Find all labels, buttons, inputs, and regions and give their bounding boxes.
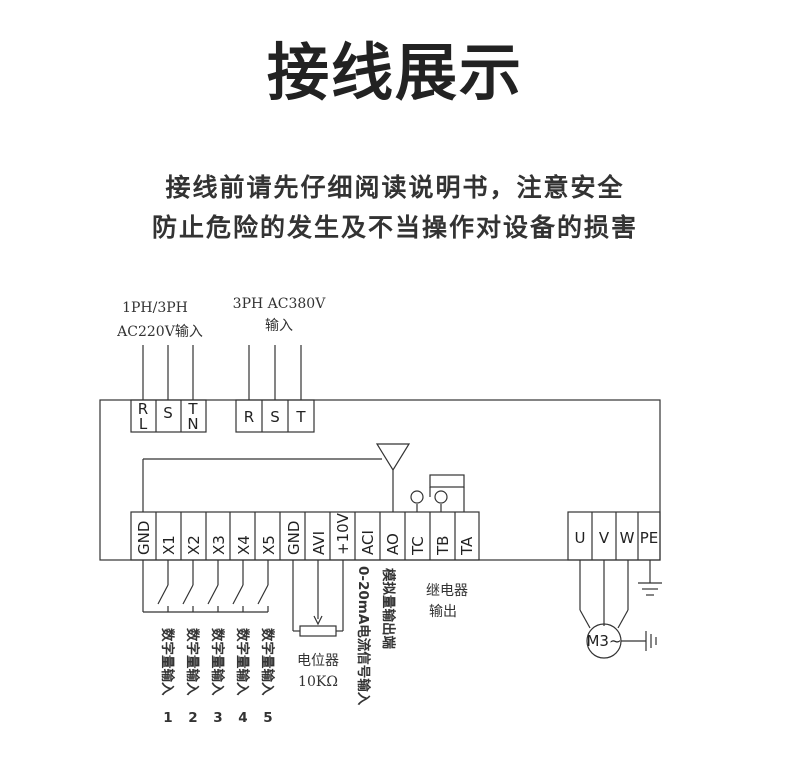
relay-output-sublabel: 输出 [429,604,457,620]
terminal-3ph-r: R [244,408,254,426]
digital-input-1-num: 1 [163,710,172,726]
out-terminal-pe: PE [640,529,659,547]
digital-input-4-num: 4 [238,710,247,726]
relay-contact-tb [434,490,448,504]
ctrl-terminal-gnd-2: GND [285,521,303,555]
page-title: 接线展示 [266,36,523,109]
aci-input-label: 0-20mA电流信号输入 [355,566,372,706]
output-terminal-strip [567,511,661,561]
terminal-r-label: R [138,400,148,418]
three-phase-input-sublabel: 输入 [265,318,293,334]
out-terminal-w: W [620,529,635,547]
terminal-s-label: S [163,404,173,422]
ctrl-terminal-10v: +10V [334,512,352,555]
terminal-t-label: T [187,400,198,418]
ctrl-terminal-x3: X3 [210,535,228,555]
ctrl-terminal-x5: X5 [260,535,278,555]
terminal-l-label: L [139,415,148,433]
digital-input-4-label: 数字量输入 [234,628,251,696]
potentiometer-label: 电位器 [297,653,339,669]
ctrl-terminal-tc: TC [409,536,427,556]
safety-notice-line-2: 防止危险的发生及不当操作对设备的损害 [151,213,638,242]
ctrl-terminal-ta: TA [458,536,476,556]
single-phase-input-label: 1PH/3PH [122,300,188,316]
terminal-block-three-phase [235,399,315,433]
relay-frame [429,474,465,488]
ctrl-terminal-x2: X2 [185,535,203,555]
ctrl-terminal-avi: AVI [310,531,328,555]
terminal-n-label: N [187,415,198,433]
out-terminal-u: U [575,529,586,547]
relay-output-label: 继电器 [426,583,468,599]
ctrl-terminal-ao: AO [384,533,402,555]
ctrl-terminal-tb: TB [434,536,452,556]
relay-contact-tc [410,490,424,504]
terminal-3ph-s: S [270,408,280,426]
digital-input-3-label: 数字量输入 [209,628,226,696]
digital-input-2-num: 2 [188,710,197,726]
safety-notice-line-1: 接线前请先仔细阅读说明书，注意安全 [165,173,625,202]
single-phase-voltage-label: AC220V输入 [116,324,203,340]
three-phase-input-label: 3PH AC380V [233,296,327,312]
digital-input-2-label: 数字量输入 [184,628,201,696]
terminal-3ph-t: T [295,408,306,426]
out-terminal-v: V [599,529,610,547]
potentiometer-value: 10KΩ [298,674,338,690]
potentiometer-symbol [299,625,337,637]
digital-input-5-num: 5 [263,710,272,726]
digital-input-3-num: 3 [213,710,222,726]
digital-input-5-label: 数字量输入 [259,628,276,696]
terminal-block-single-phase [130,399,207,433]
ao-signal-symbol [375,443,411,472]
ctrl-terminal-x4: X4 [235,535,253,555]
ctrl-terminal-aci: ACI [359,530,377,555]
digital-input-1-label: 数字量输入 [159,628,176,696]
motor-label: M3~ [586,632,621,650]
ctrl-terminal-x1: X1 [160,535,178,555]
ao-output-label: 模拟量输出端 [380,568,397,649]
ctrl-terminal-gnd: GND [135,521,153,555]
